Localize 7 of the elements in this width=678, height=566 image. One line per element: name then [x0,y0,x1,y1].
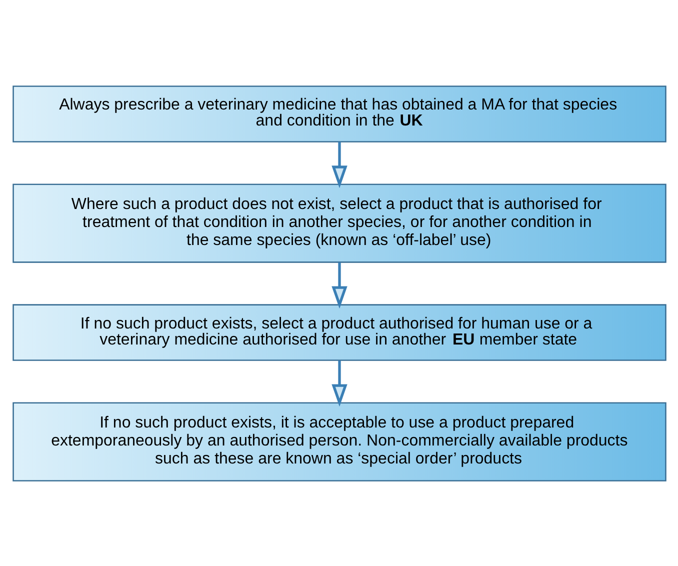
node-box: If no such product exists, it is acceptable to use a product prepared extemporaneously by an authorised person. Non-commercially available products such as these are known as ‘special order’ products [12,402,666,481]
node-box: If no such product exists, select a product authorised for human use or a veterinary medicine authorised for use in another EU member state [12,304,666,360]
arrow [331,360,347,406]
arrow [331,262,347,308]
node-box: Always prescribe a veterinary medicine that has obtained a MA for that species and condition in the UK [12,85,666,142]
arrow [331,141,347,188]
node-box: Where such a product does not exist, select a product that is authorised for treatment of that condition in another species, or for another condition in the same species (known as ‘off-label’ use) [12,183,666,262]
